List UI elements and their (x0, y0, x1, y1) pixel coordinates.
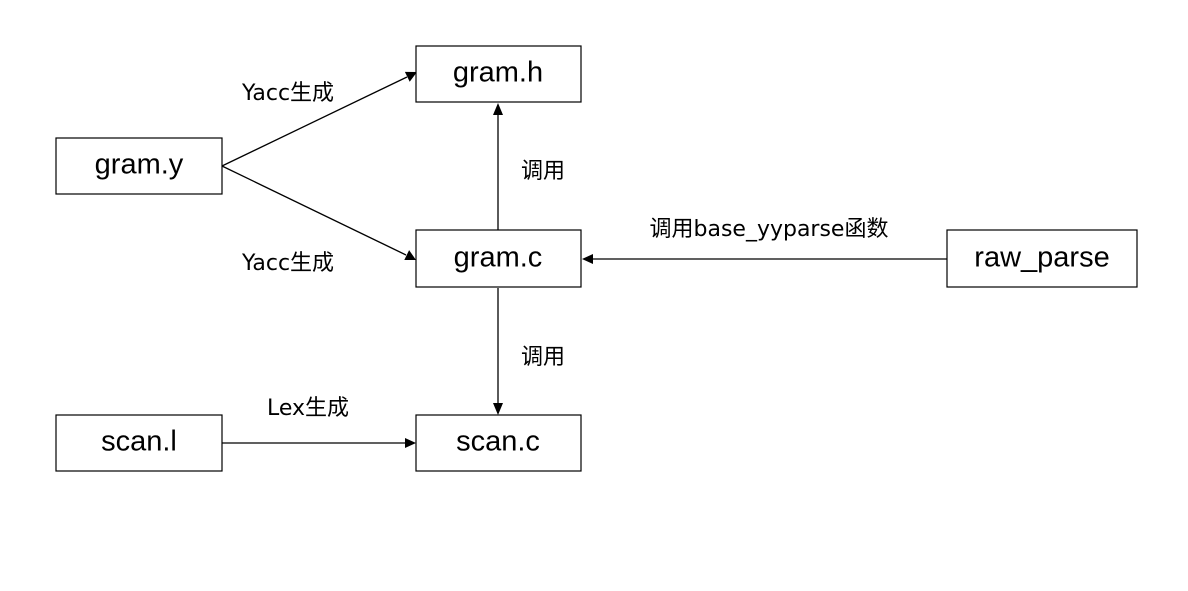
label-raw-parse-to-gram-c: 调用base_yyparse函数 (650, 217, 889, 242)
edge-raw-parse-to-gram-c (582, 254, 947, 264)
label-gram-c-to-scan-c: 调用 (521, 345, 565, 370)
label-gram-c-to-gram-h: 调用 (521, 159, 565, 184)
node-scan-c-label: scan.c (456, 426, 540, 458)
node-gram-h-label: gram.h (453, 57, 543, 89)
edge-gram-c-to-scan-c (493, 288, 503, 415)
node-raw-parse-label: raw_parse (974, 242, 1109, 274)
node-scan-l-label: scan.l (101, 426, 177, 458)
node-gram-c-label: gram.c (454, 242, 543, 274)
node-gram-c: gram.c (415, 229, 582, 288)
node-scan-l: scan.l (55, 414, 223, 472)
label-scan-l-to-scan-c: Lex生成 (267, 396, 349, 421)
node-raw-parse: raw_parse (946, 229, 1138, 288)
node-gram-h: gram.h (415, 45, 582, 103)
edge-gram-y-to-gram-h (221, 71, 417, 167)
edge-scan-l-to-scan-c (222, 438, 416, 448)
edge-labels: Yacc生成 Yacc生成 调用 调用 Lex生成 调用base_yyparse… (241, 81, 889, 421)
nodes: gram.y gram.h gram.c scan.l scan.c raw_p… (55, 45, 1138, 472)
label-gram-y-to-gram-h: Yacc生成 (241, 81, 334, 106)
node-gram-y-label: gram.y (95, 149, 184, 181)
label-gram-y-to-gram-c: Yacc生成 (241, 251, 334, 276)
edges (221, 71, 947, 448)
edge-gram-c-to-gram-h (493, 103, 503, 230)
edge-gram-y-to-gram-c (221, 165, 416, 260)
node-scan-c: scan.c (415, 414, 582, 472)
node-gram-y: gram.y (55, 137, 223, 195)
